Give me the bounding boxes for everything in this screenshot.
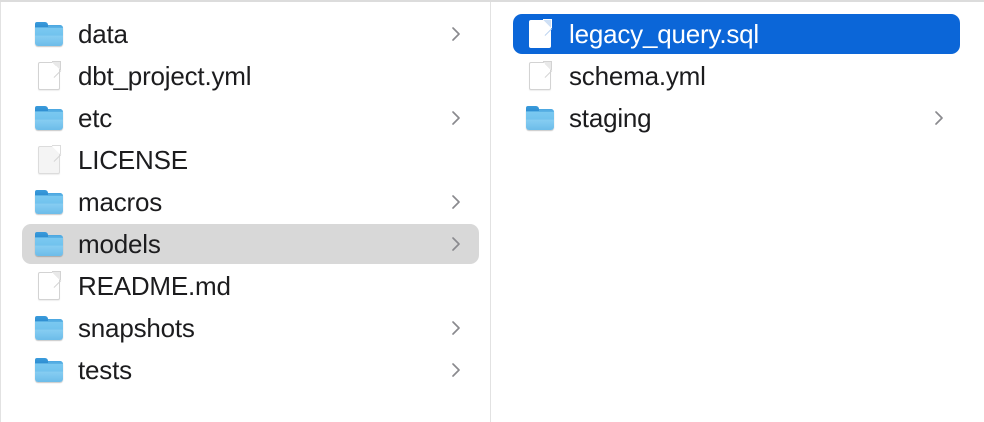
file-row[interactable]: schema.yml (513, 56, 960, 96)
file-row-label: snapshots (78, 313, 195, 343)
column-child[interactable]: legacy_query.sql schema.yml staging (491, 2, 984, 422)
file-row-label: legacy_query.sql (569, 19, 759, 49)
file-row-label: LICENSE (78, 145, 188, 175)
file-row-label: dbt_project.yml (78, 61, 252, 91)
file-row[interactable]: tests (22, 350, 479, 390)
file-row[interactable]: etc (22, 98, 479, 138)
file-plain-icon (34, 144, 64, 176)
chevron-right-icon (451, 320, 461, 336)
file-row-label: macros (78, 187, 163, 217)
file-row[interactable]: legacy_query.sql (513, 14, 960, 54)
file-row-label: README.md (78, 271, 231, 301)
folder-icon (34, 312, 64, 344)
file-document-icon (34, 270, 64, 302)
chevron-right-icon (451, 194, 461, 210)
folder-icon (34, 186, 64, 218)
chevron-right-icon (451, 362, 461, 378)
folder-icon (525, 102, 555, 134)
file-document-icon (525, 60, 555, 92)
file-row-label: models (78, 229, 161, 259)
file-row[interactable]: staging (513, 98, 960, 138)
file-row-label: schema.yml (569, 61, 706, 91)
chevron-right-icon (451, 110, 461, 126)
folder-icon (34, 228, 64, 260)
file-row-label: staging (569, 103, 652, 133)
file-row[interactable]: dbt_project.yml (22, 56, 479, 96)
file-document-icon (525, 18, 555, 50)
file-row-label: data (78, 19, 128, 49)
file-row[interactable]: macros (22, 182, 479, 222)
chevron-right-icon (451, 26, 461, 42)
folder-icon (34, 18, 64, 50)
chevron-right-icon (934, 110, 944, 126)
file-row[interactable]: README.md (22, 266, 479, 306)
file-row[interactable]: models (22, 224, 479, 264)
file-row[interactable]: data (22, 14, 479, 54)
file-row[interactable]: snapshots (22, 308, 479, 348)
file-row-label: etc (78, 103, 113, 133)
file-document-icon (34, 60, 64, 92)
file-row-label: tests (78, 355, 132, 385)
file-row[interactable]: LICENSE (22, 140, 479, 180)
folder-icon (34, 354, 64, 386)
folder-icon (34, 102, 64, 134)
chevron-right-icon (451, 236, 461, 252)
